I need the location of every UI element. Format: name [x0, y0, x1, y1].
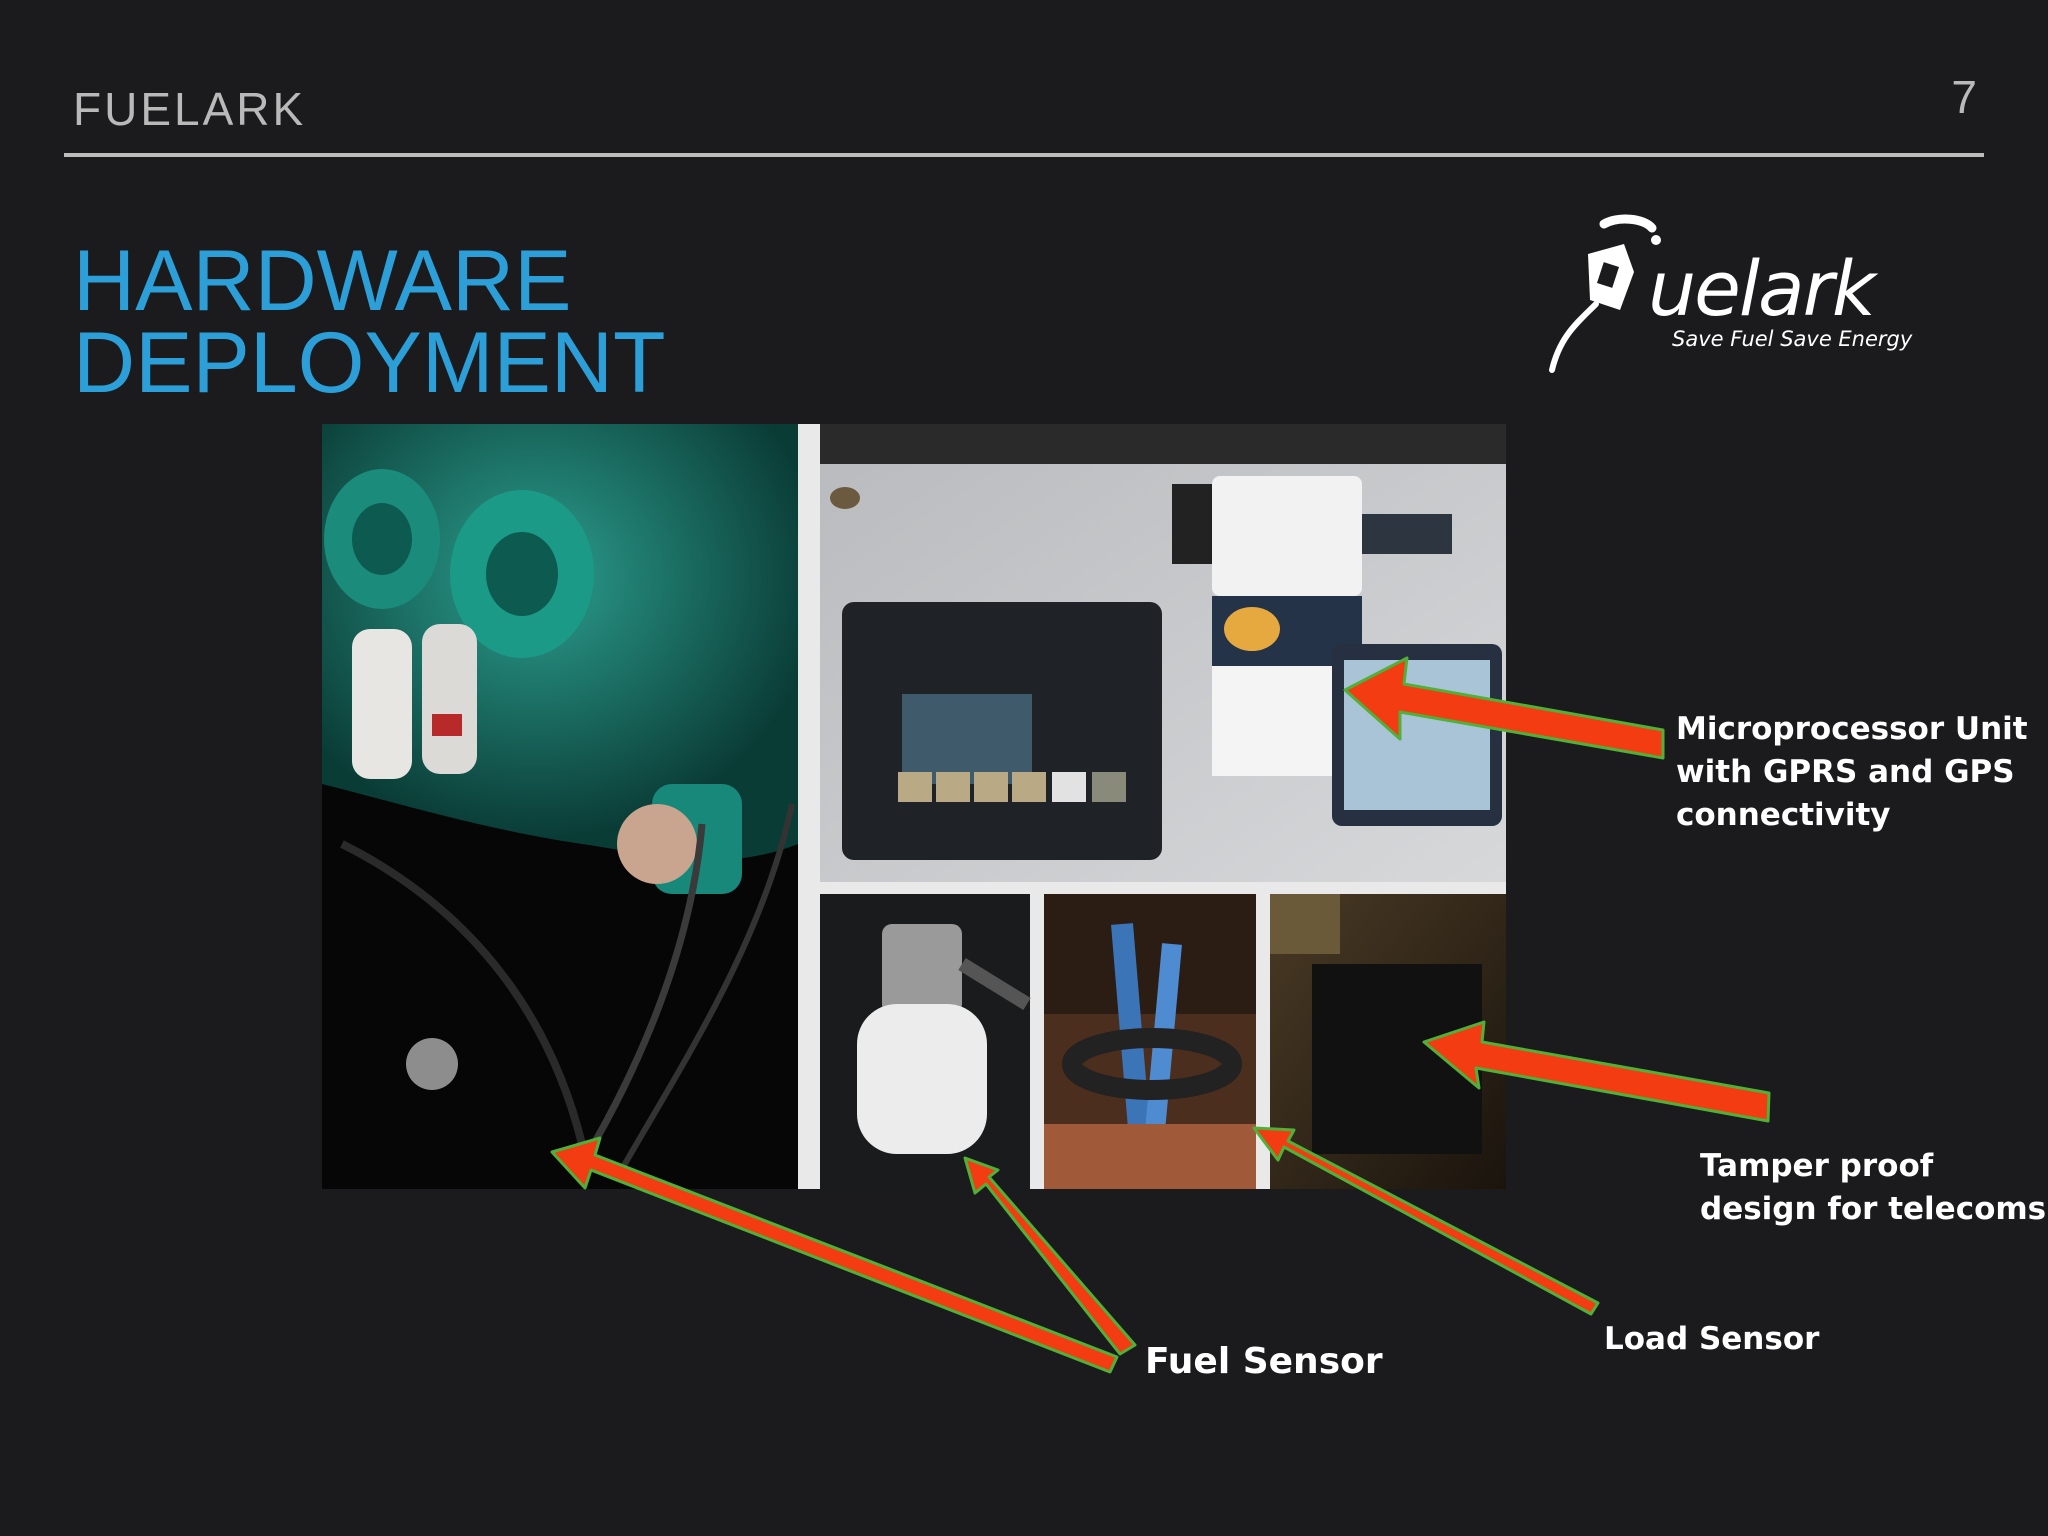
fuelark-logo: uelark Save Fuel Save Energy: [1548, 214, 1912, 384]
brand-name: FUELARK: [73, 83, 307, 135]
engine-photo: [322, 424, 798, 1189]
fuel-nozzle-icon: [1549, 214, 1661, 373]
title-line-2: DEPLOYMENT: [73, 315, 666, 411]
header-divider: [64, 153, 1984, 157]
callout-load-sensor: Load Sensor: [1604, 1321, 1820, 1357]
callout-fuel-sensor: Fuel Sensor: [1145, 1341, 1383, 1382]
callout-microprocessor-line-3: connectivity: [1676, 797, 1891, 833]
callout-tamper-line-1: Tamper proof: [1700, 1148, 1934, 1184]
callout-microprocessor: Microprocessor Unit with GPRS and GPS co…: [1676, 708, 2028, 837]
callout-tamper-proof: Tamper proof design for telecoms: [1700, 1145, 2046, 1231]
logo-tagline: Save Fuel Save Energy: [1672, 327, 1913, 351]
fuel-sensor-photo: [820, 894, 1031, 1189]
load-sensor-photo: [1044, 894, 1256, 1189]
slide-title: HARDWARE DEPLOYMENT: [73, 233, 666, 411]
title-line-1: HARDWARE: [73, 233, 572, 329]
callout-microprocessor-line-2: with GPRS and GPS: [1676, 754, 2015, 790]
callout-microprocessor-line-1: Microprocessor Unit: [1676, 711, 2028, 747]
callout-tamper-line-2: design for telecoms: [1700, 1191, 2047, 1227]
hardware-photo-collage: [322, 424, 1506, 1189]
logo-wordmark: uelark: [1648, 244, 1876, 333]
tamper-proof-box-photo: [1270, 894, 1506, 1189]
control-panel-photo: [820, 424, 1506, 882]
page-number: 7: [1951, 71, 1977, 123]
